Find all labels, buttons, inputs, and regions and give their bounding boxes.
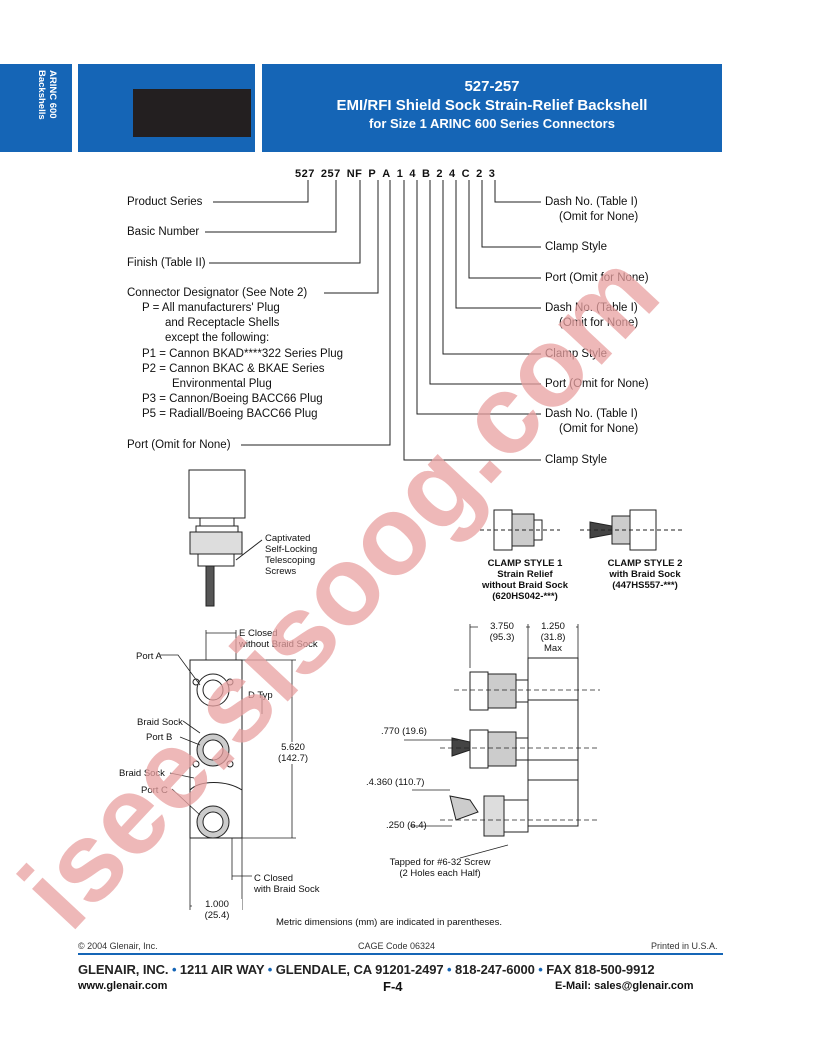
pn-seg: 1 xyxy=(396,168,404,180)
label-connector-designator: Connector Designator (See Note 2) xyxy=(127,287,308,299)
label-port: Port (Omit for None) xyxy=(545,378,649,390)
label-dash-no: Dash No. (Table I) xyxy=(545,408,638,420)
dim-1250-label: 1.250 (31.8) Max xyxy=(530,621,576,654)
tapped-label: Tapped for #6-32 Screw (2 Holes each Hal… xyxy=(389,857,491,879)
designator-line: P5 = Radiall/Boeing BACC66 Plug xyxy=(142,408,318,420)
title-box: 527-257 EMI/RFI Shield Sock Strain-Relie… xyxy=(262,64,722,152)
label-dash-no: Dash No. (Table I) xyxy=(545,196,638,208)
pn-seg: NF xyxy=(346,168,363,180)
dim-250-label: .250 (6.4) xyxy=(386,820,427,831)
label-port: Port (Omit for None) xyxy=(127,439,231,451)
label-omit: (Omit for None) xyxy=(559,211,639,223)
website-link[interactable]: www.glenair.com xyxy=(78,980,168,992)
label-product-series: Product Series xyxy=(127,196,203,208)
designator-line: P2 = Cannon BKAC & BKAE Series xyxy=(142,363,325,375)
pn-seg: B xyxy=(421,168,431,180)
c-closed-label: C Closed with Braid Sock xyxy=(254,873,320,895)
clamp-style-2-label: CLAMP STYLE 2 with Braid Sock (447HS557-… xyxy=(607,558,683,591)
title-sub: for Size 1 ARINC 600 Series Connectors xyxy=(369,116,615,131)
designator-line: P3 = Cannon/Boeing BACC66 Plug xyxy=(142,393,323,405)
label-clamp-style: Clamp Style xyxy=(545,454,607,466)
label-clamp-style: Clamp Style xyxy=(545,241,607,253)
port-a-label: Port A xyxy=(136,651,162,662)
d-typ-label: D Typ xyxy=(248,690,273,701)
title-name: EMI/RFI Shield Sock Strain-Relief Backsh… xyxy=(336,97,648,114)
label-port: Port (Omit for None) xyxy=(545,272,649,284)
designator-line: P = All manufacturers' Plug xyxy=(142,302,280,314)
designator-line: and Receptacle Shells xyxy=(165,317,280,329)
dim-770-label: .770 (19.6) xyxy=(381,726,427,737)
braid-sock-label: Braid Sock xyxy=(137,717,183,728)
pn-seg: 257 xyxy=(320,168,341,180)
label-dash-no: Dash No. (Table I) xyxy=(545,302,638,314)
dim-5620-label: 5.620 (142.7) xyxy=(270,742,316,764)
clamp-style-2-drawing xyxy=(580,509,682,551)
label-finish: Finish (Table II) xyxy=(127,257,206,269)
port-b-label: Port B xyxy=(146,732,173,743)
connector-drawing xyxy=(188,469,246,607)
pn-seg: P xyxy=(368,168,377,180)
email-link[interactable]: E-Mail: sales@glenair.com xyxy=(555,980,694,992)
pn-seg: 527 xyxy=(295,168,315,180)
footer-divider xyxy=(78,953,723,955)
e-closed-label: E Closed without Braid Sock xyxy=(239,628,318,650)
label-basic-number: Basic Number xyxy=(127,226,200,238)
clamp-style-1-drawing xyxy=(480,509,560,551)
dim-3750-label: 3.750 (95.3) xyxy=(478,621,526,643)
pn-seg: A xyxy=(382,168,391,180)
side-view-drawing xyxy=(449,657,579,837)
label-clamp-style: Clamp Style xyxy=(545,348,607,360)
braid-sock-label: Braid Sock xyxy=(119,768,165,779)
pn-seg: 2 xyxy=(436,168,444,180)
metric-note: Metric dimensions (mm) are indicated in … xyxy=(276,917,502,928)
copyright: © 2004 Glenair, Inc. xyxy=(78,941,158,951)
label-omit: (Omit for None) xyxy=(559,423,639,435)
title-part: 527-257 xyxy=(464,78,520,95)
front-view-drawing xyxy=(189,659,243,839)
logo-placeholder xyxy=(133,89,251,137)
port-c-label: Port C xyxy=(141,785,168,796)
captivated-label: Captivated Self-Locking Telescoping Scre… xyxy=(265,533,318,577)
pn-seg: C xyxy=(461,168,471,180)
pn-seg: 4 xyxy=(409,168,416,180)
page-number: F-4 xyxy=(383,979,403,994)
designator-line: Environmental Plug xyxy=(172,378,272,390)
pn-seg: 4 xyxy=(449,168,456,180)
designator-line: P1 = Cannon BKAD****322 Series Plug xyxy=(142,348,344,360)
pn-seg: 3 xyxy=(488,168,496,180)
designator-line: except the following: xyxy=(165,332,270,344)
dim-4360-label: .4.360 (110.7) xyxy=(366,777,425,788)
company-address: GLENAIR, INC. • 1211 AIR WAY • GLENDALE,… xyxy=(78,962,655,977)
label-omit: (Omit for None) xyxy=(559,317,639,329)
cage-code: CAGE Code 06324 xyxy=(358,941,436,951)
printed-in: Printed in U.S.A. xyxy=(651,941,718,951)
pn-seg: 2 xyxy=(476,168,483,180)
dim-1000-label: 1.000 (25.4) xyxy=(192,899,242,921)
clamp-style-1-label: CLAMP STYLE 1 Strain Relief without Brai… xyxy=(481,558,569,602)
